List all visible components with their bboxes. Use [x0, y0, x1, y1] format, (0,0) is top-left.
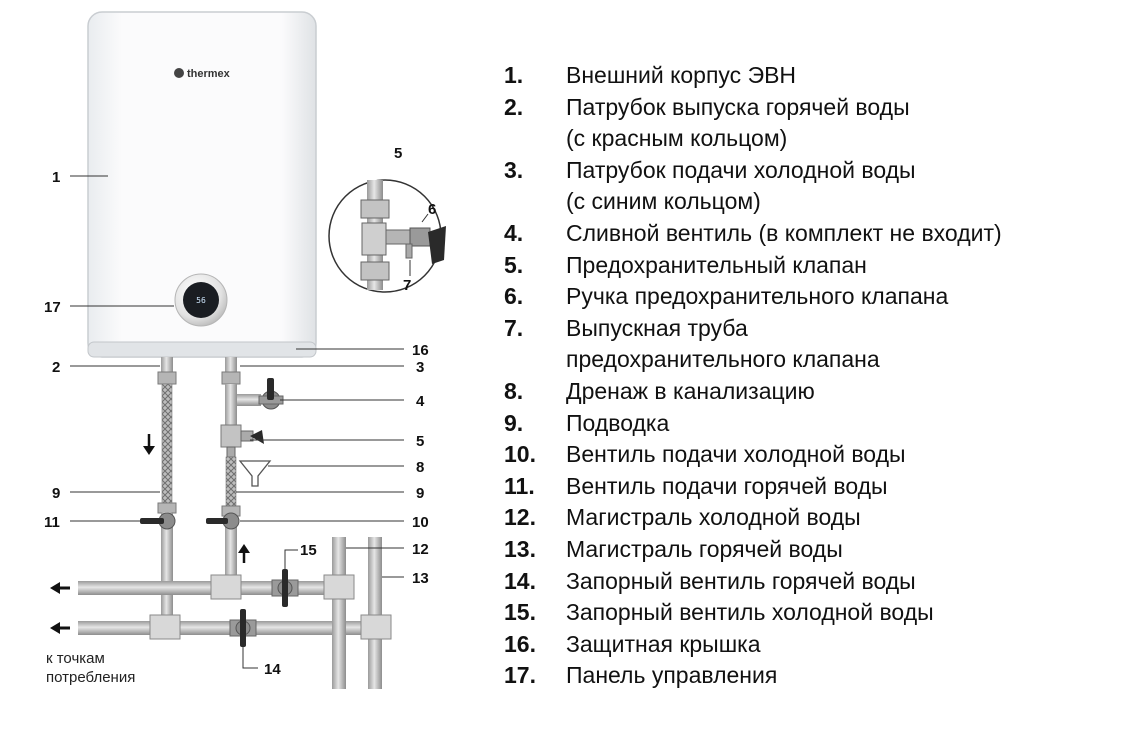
legend-item: 3.Патрубок подачи холодной воды (с синим…: [504, 156, 916, 215]
callout-5: 5: [416, 433, 424, 450]
callout-5-inset: 5: [394, 145, 402, 162]
callout-11: 11: [44, 514, 60, 531]
control-panel: 56: [174, 273, 228, 327]
callout-8: 8: [416, 459, 424, 476]
callout-10: 10: [412, 514, 429, 531]
callout-9-left: 9: [52, 485, 60, 502]
safety-valve-detail-inset: [328, 179, 446, 293]
callout-15: 15: [300, 542, 317, 559]
callout-3: 3: [416, 359, 424, 376]
legend-item: 16.Защитная крышка: [504, 630, 761, 657]
callout-13: 13: [412, 570, 429, 587]
display-readout: 56: [196, 296, 206, 305]
legend-item: 9.Подводка: [504, 409, 670, 436]
legend-item: 17.Панель управления: [504, 662, 778, 689]
consumer-note-line1: к точкам: [46, 650, 105, 667]
cold-supply-valve: [206, 512, 240, 530]
callout-4: 4: [416, 393, 425, 410]
legend-item: 13.Магистраль горячей воды: [504, 535, 843, 562]
hot-shutoff-valve: [229, 609, 257, 647]
legend-item: 8.Дренаж в канализацию: [504, 377, 815, 404]
callout-16: 16: [412, 342, 429, 359]
parts-legend: 1.Внешний корпус ЭВН 2.Патрубок выпуска …: [504, 60, 1129, 692]
callout-7: 7: [403, 277, 411, 294]
legend-item: 7.Выпускная труба предохранительного кла…: [504, 314, 880, 373]
callout-1: 1: [52, 169, 60, 186]
hot-supply-valve: [140, 512, 176, 530]
cold-inlet-line: [220, 357, 264, 577]
callout-14: 14: [264, 661, 281, 678]
legend-item: 10.Вентиль подачи холодной воды: [504, 441, 906, 468]
callout-17: 17: [44, 299, 61, 316]
leader-lines: [70, 175, 429, 669]
drain-valve: [258, 378, 284, 410]
legend-item: 6.Ручка предохранительного клапана: [504, 283, 949, 310]
callout-12: 12: [412, 541, 429, 558]
drain-funnel-icon: [238, 460, 272, 487]
installation-diagram: thermex 56: [44, 11, 446, 689]
cold-shutoff-valve: [271, 569, 299, 607]
legend-item: 4.Сливной вентиль (в комплект не входит): [504, 219, 1002, 246]
callout-6: 6: [428, 201, 436, 218]
legend-item: 15.Запорный вентиль холодной воды: [504, 599, 934, 626]
mains-pipes: [78, 537, 392, 689]
consumer-note-line2: потребления: [46, 669, 135, 686]
legend-item: 14.Запорный вентиль горячей воды: [504, 567, 916, 594]
legend-item: 12.Магистраль холодной воды: [504, 504, 861, 531]
legend-item: 11.Вентиль подачи горячей воды: [504, 472, 888, 499]
callout-9-right: 9: [416, 485, 424, 502]
legend-item: 2.Патрубок выпуска горячей воды (с красн…: [504, 93, 910, 152]
callout-2: 2: [52, 359, 60, 376]
legend-item: 1.Внешний корпус ЭВН: [504, 62, 797, 88]
svg-text:thermex: thermex: [187, 68, 231, 80]
thermex-logo: thermex: [174, 68, 231, 80]
flow-arrows: [50, 434, 250, 634]
legend-item: 5.Предохранительный клапан: [504, 251, 867, 278]
